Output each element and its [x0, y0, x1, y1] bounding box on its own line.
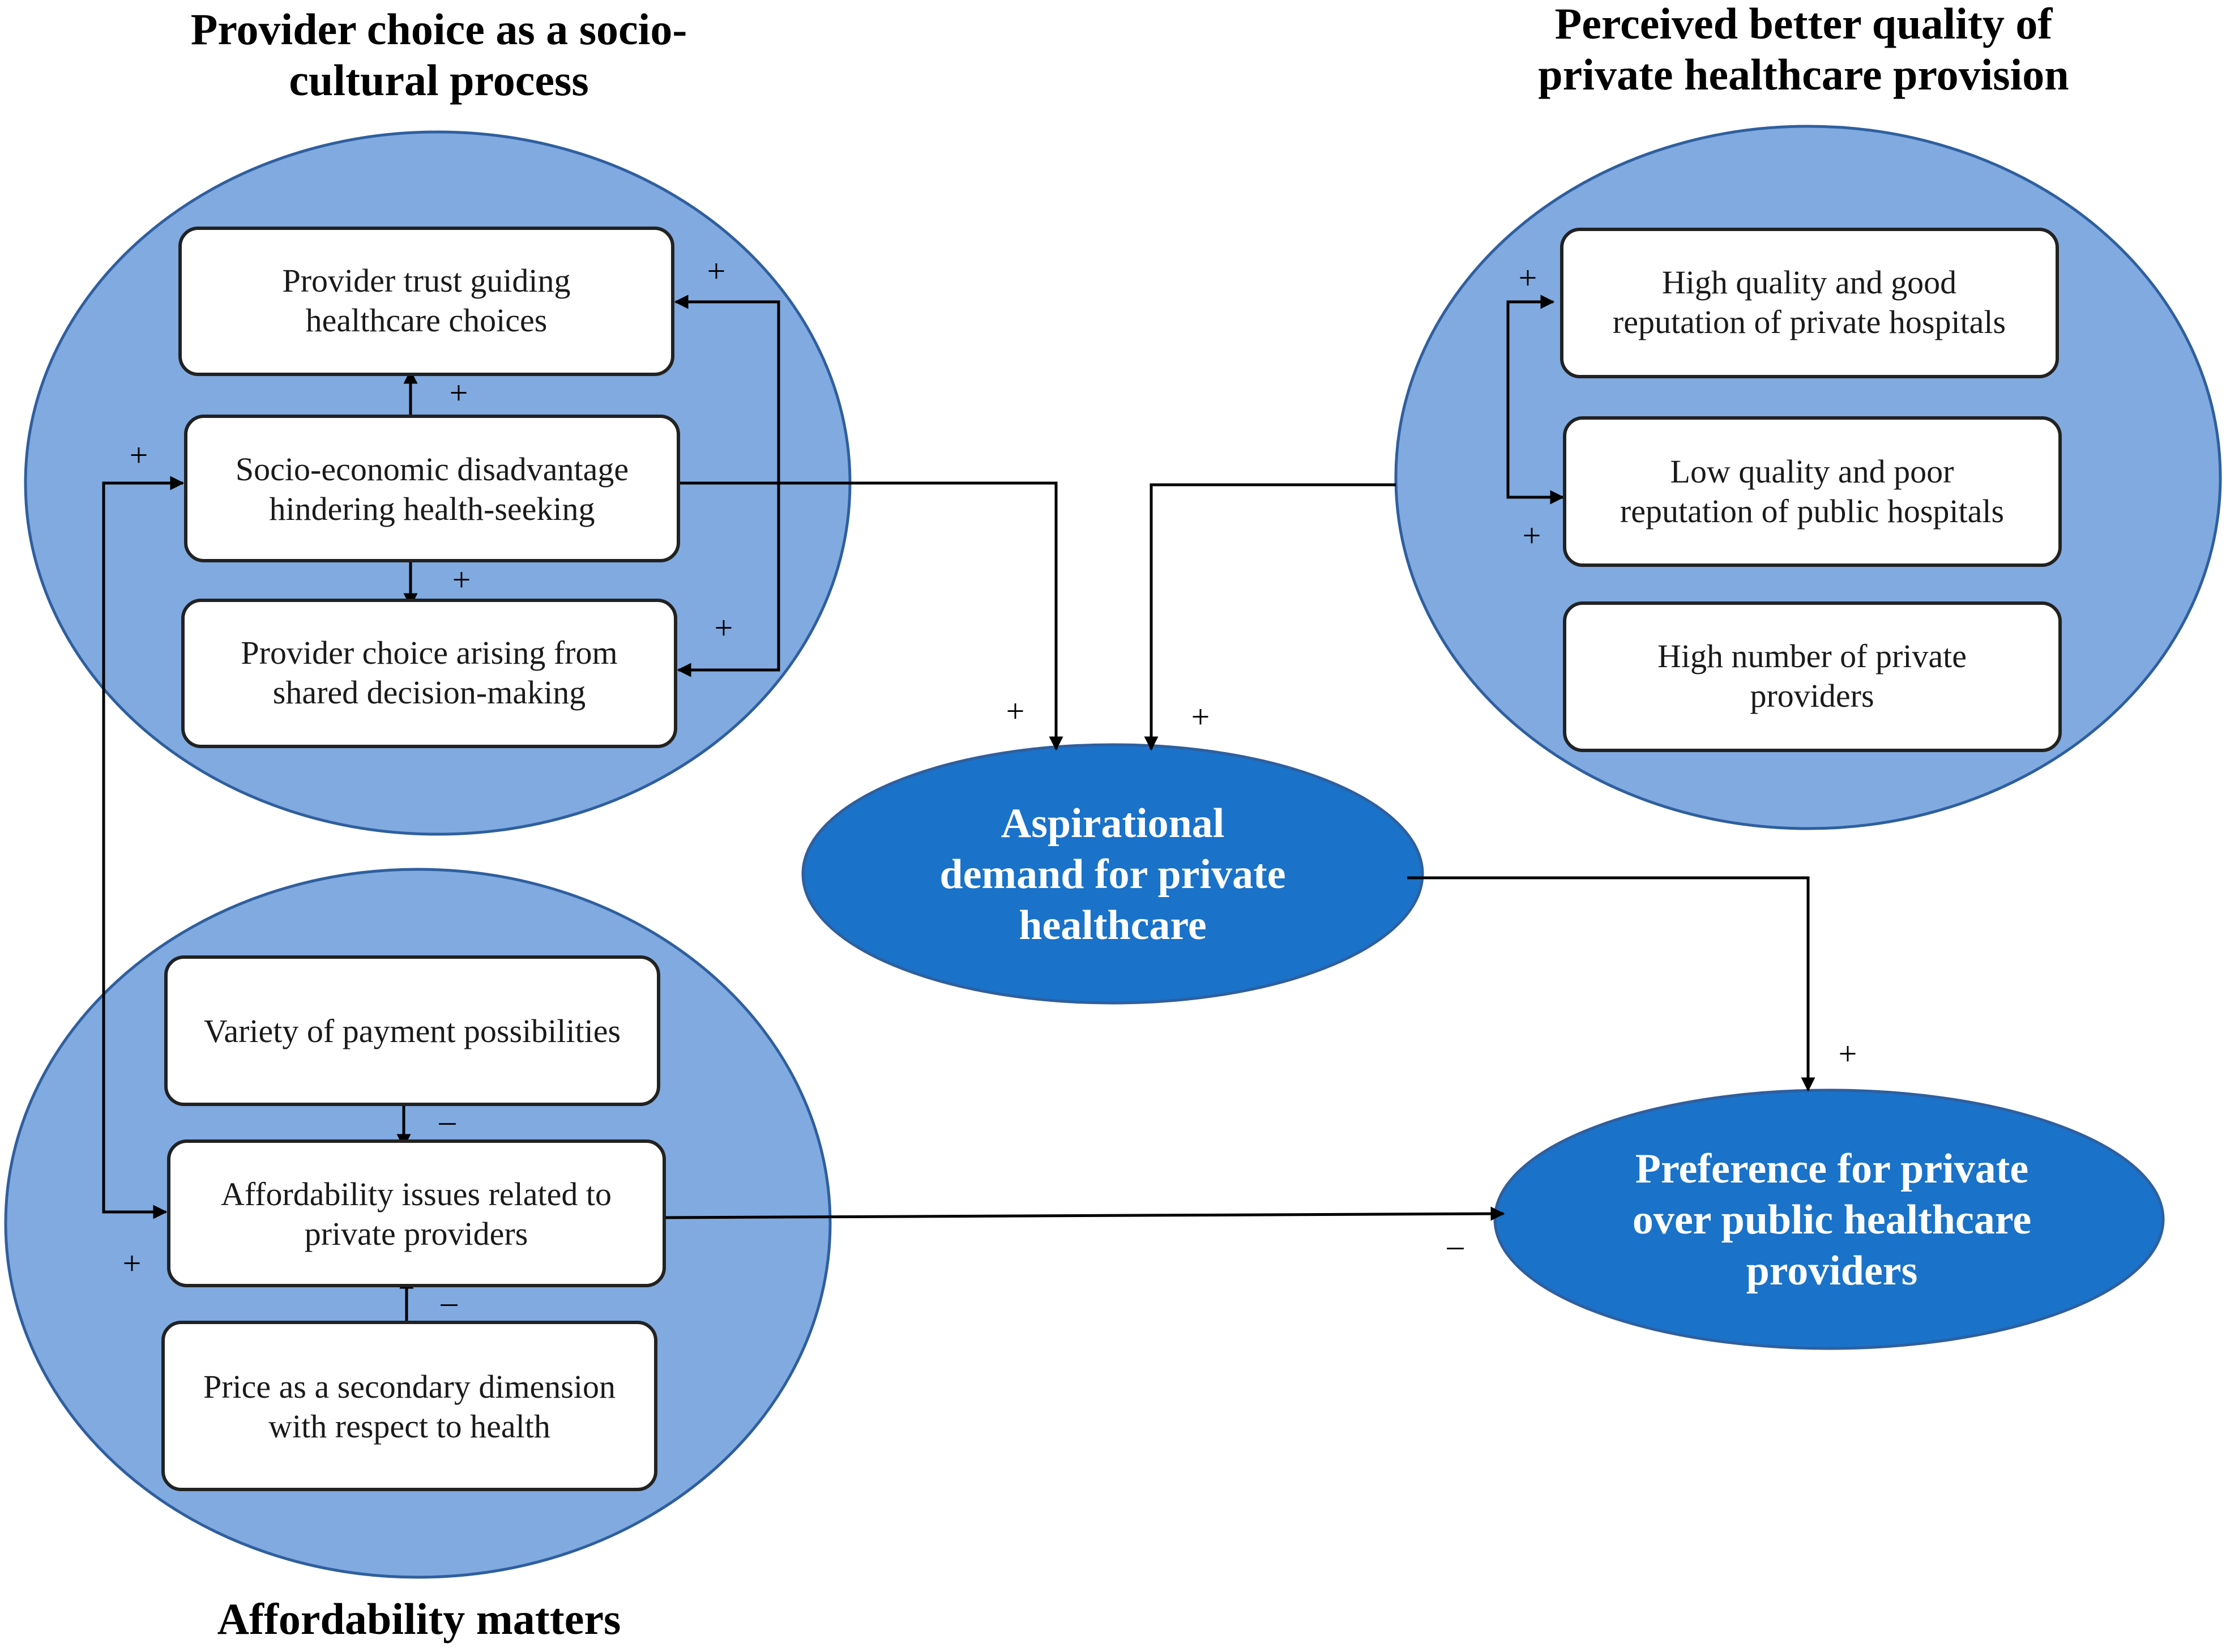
box-number-providers-line1: High number of private — [1657, 638, 1967, 675]
outcome-preference-line1: Preference for private — [1635, 1146, 2028, 1192]
arrow-trust-shared-loop — [674, 294, 780, 677]
outcome-preference-line2: over public healthcare — [1633, 1197, 2031, 1243]
sign-socio-to-trust: + — [450, 374, 468, 411]
box-affordability-issues — [167, 1139, 666, 1287]
box-shared-decision-line2: shared decision-making — [273, 674, 586, 711]
box-high-quality-line2: reputation of private hospitals — [1613, 304, 2006, 340]
box-socio-economic-line1: Socio-economic disadvantage — [236, 451, 629, 488]
arrow-socio-to-aspirational — [678, 481, 1063, 751]
sign-quality-loop-top: + — [1519, 259, 1537, 296]
sign-quality-to-aspirational: + — [1191, 698, 1210, 735]
sign-variety-to-issues: – — [439, 1102, 456, 1139]
box-shared-decision-line1: Provider choice arising from — [241, 634, 617, 671]
box-affordability-issues-line2: private providers — [305, 1215, 528, 1252]
box-low-quality — [1563, 416, 2062, 567]
sign-issues-to-preference: – — [1447, 1227, 1464, 1263]
sign-socio-to-shared: + — [452, 561, 471, 598]
box-high-quality — [1560, 228, 2059, 378]
sign-aspirational-to-preference: + — [1839, 1035, 1857, 1072]
box-socio-economic — [184, 415, 680, 562]
arrow-quality-to-aspirational — [1144, 483, 1396, 751]
arrow-socio-issues-loop — [102, 476, 185, 1219]
sign-trust-loop: + — [707, 253, 726, 289]
sign-price-to-issues: – — [441, 1283, 458, 1320]
box-provider-trust-line2: healthcare choices — [306, 302, 548, 339]
arrow-aspirational-to-preference — [1407, 876, 1815, 1092]
box-high-quality-line1: High quality and good — [1662, 264, 1956, 301]
outcome-aspirational-line2: demand for private — [939, 851, 1285, 898]
box-socio-economic-line2: hindering health-seeking — [270, 490, 595, 527]
sign-socio-to-aspirational: + — [1006, 693, 1025, 729]
box-provider-trust — [178, 227, 674, 376]
outcome-preference-line3: providers — [1746, 1248, 1918, 1294]
group-title-sociocultural-line1: Provider choice as a socio- — [191, 5, 687, 54]
box-price-secondary-line1: Price as a secondary dimension — [203, 1368, 616, 1405]
box-low-quality-line1: Low quality and poor — [1670, 453, 1954, 490]
box-affordability-issues-line1: Affordability issues related to — [221, 1176, 612, 1213]
group-title-affordability: Affordability matters — [217, 1594, 621, 1644]
box-price-secondary — [161, 1321, 657, 1491]
group-title-quality-line2: private healthcare provision — [1538, 50, 2069, 99]
arrow-issues-to-preference — [662, 1206, 1505, 1221]
box-low-quality-line2: reputation of public hospitals — [1620, 493, 2004, 530]
sign-left-loop-top: + — [130, 437, 148, 473]
outcome-aspirational-line3: healthcare — [1019, 902, 1207, 949]
group-title-sociocultural-line2: cultural process — [289, 56, 588, 105]
group-title-quality-line1: Perceived better quality of — [1555, 0, 2053, 48]
sign-quality-loop-bottom: + — [1523, 517, 1541, 554]
box-price-secondary-line2: with respect to health — [268, 1408, 550, 1445]
outcome-aspirational-line1: Aspirational — [1001, 800, 1225, 847]
box-number-providers-line2: providers — [1750, 677, 1874, 714]
box-provider-trust-line1: Provider trust guiding — [282, 262, 570, 299]
sign-shared-loop: + — [715, 609, 733, 646]
sign-left-loop-bottom: + — [123, 1245, 142, 1282]
box-payment-variety — [164, 955, 660, 1106]
arrow-quality-internal-loop — [1506, 294, 1565, 505]
box-payment-variety-line1: Variety of payment possibilities — [204, 1013, 621, 1049]
outcome-aspirational-ellipse — [801, 743, 1424, 1005]
box-number-providers — [1563, 601, 2062, 752]
box-shared-decision — [181, 599, 677, 748]
